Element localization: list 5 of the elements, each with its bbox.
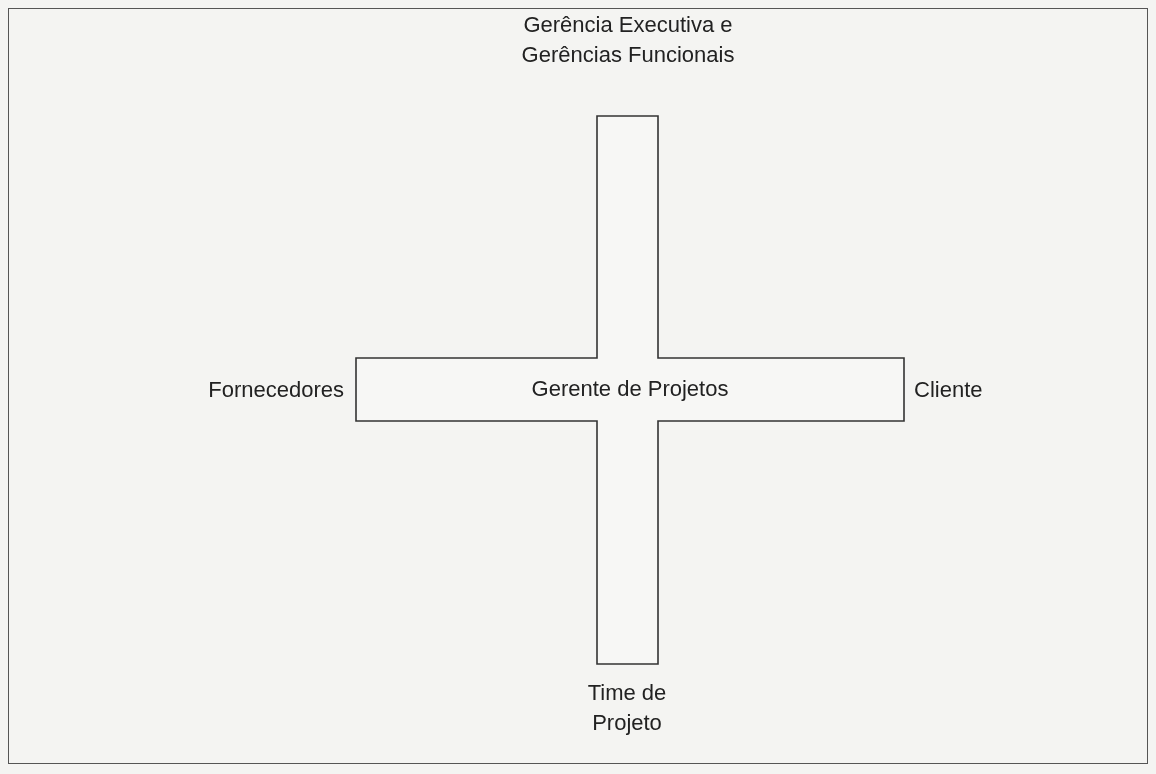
role-label: Time de Projeto [586,679,668,737]
cross-label: Gerente de Projetos [531,375,729,403]
role-label: Fornecedores [207,376,344,404]
role-label: Cliente [914,376,984,404]
role-label: Gerência Executiva e Gerências Funcionais [520,11,736,69]
